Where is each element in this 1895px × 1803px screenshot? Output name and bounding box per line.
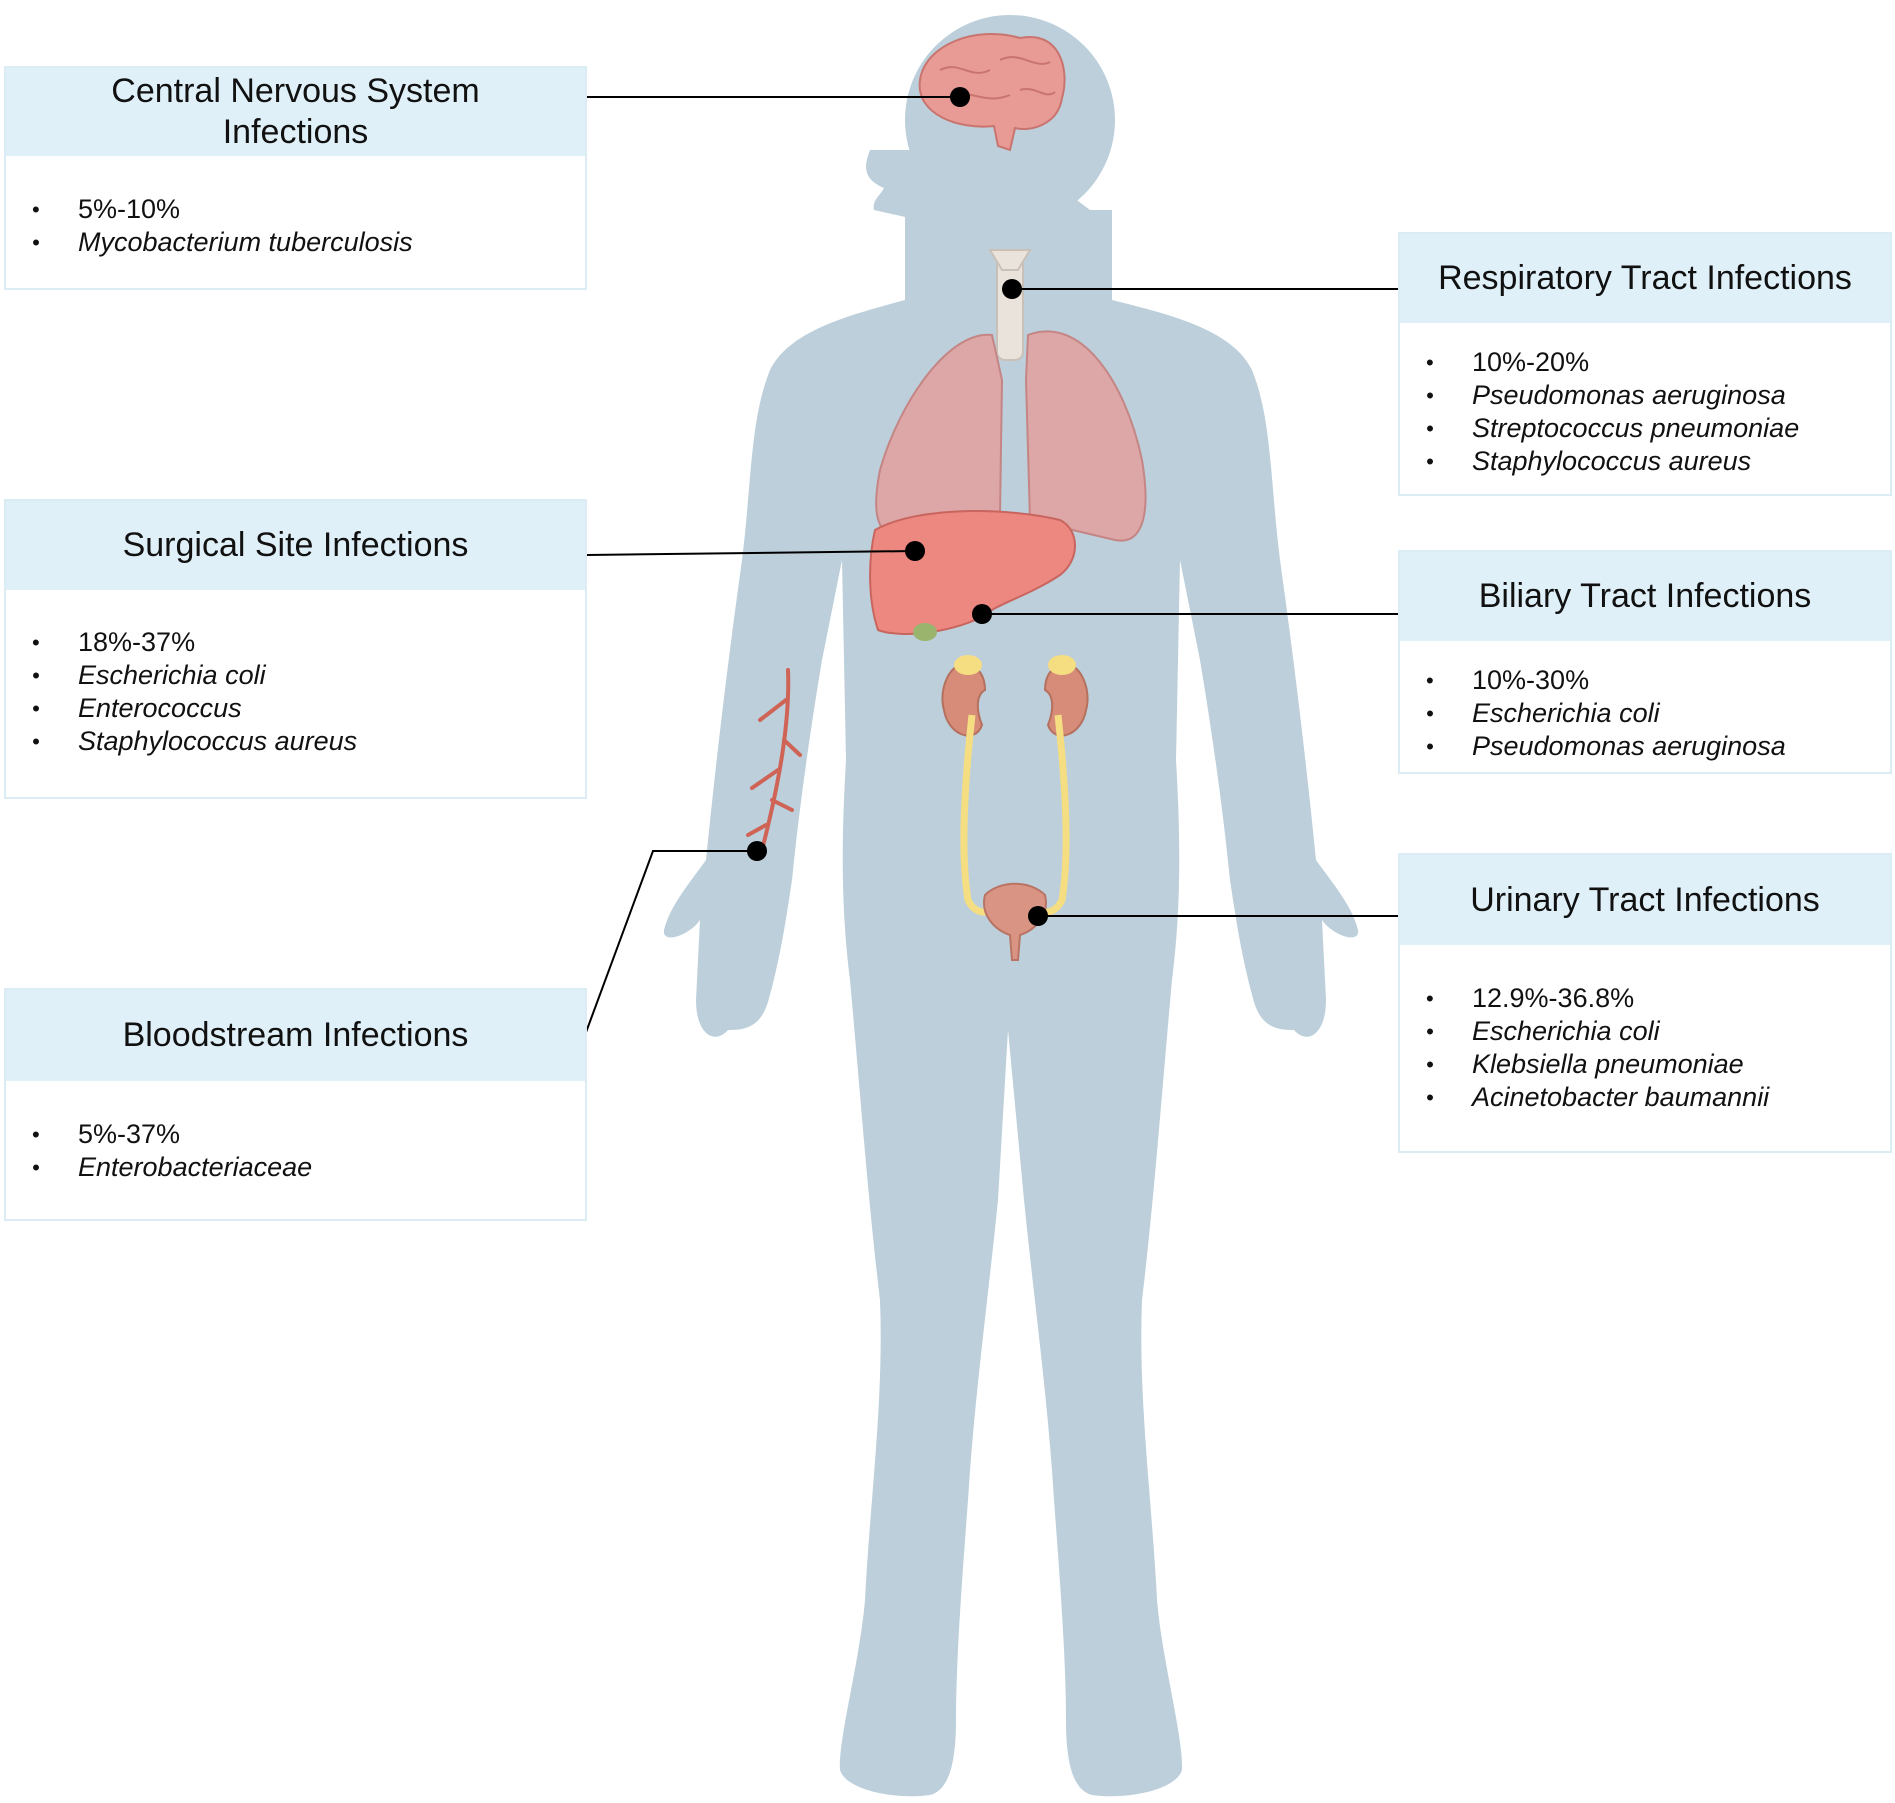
pathogen-item: Acinetobacter baumannii	[1426, 1081, 1890, 1114]
cns-infection-box: Central Nervous System Infections 5%-10%…	[4, 66, 587, 290]
urinary-infection-list: 12.9%-36.8% Escherichia coli Klebsiella …	[1400, 982, 1890, 1114]
title-line: Surgical Site Infections	[122, 526, 469, 564]
respiratory-infection-box: Respiratory Tract Infections 10%-20% Pse…	[1398, 232, 1892, 496]
title-line: Biliary Tract Infections	[1478, 577, 1812, 615]
prevalence-rate: 10%-30%	[1426, 664, 1890, 697]
pathogen-item: Pseudomonas aeruginosa	[1426, 379, 1890, 412]
prevalence-rate: 12.9%-36.8%	[1426, 982, 1890, 1015]
bloodstream-infection-title: Bloodstream Infections	[6, 990, 585, 1081]
respiratory-infection-list: 10%-20% Pseudomonas aeruginosa Streptoco…	[1400, 346, 1890, 478]
surgical-infection-list: 18%-37% Escherichia coli Enterococcus St…	[6, 626, 585, 758]
dot-respiratory	[1002, 279, 1022, 299]
cns-infection-list: 5%-10% Mycobacterium tuberculosis	[6, 193, 585, 259]
pathogen-item: Enterococcus	[32, 692, 585, 725]
brain-illustration	[918, 33, 1066, 152]
dot-urinary	[1028, 906, 1048, 926]
trachea-illustration	[988, 249, 1032, 361]
dot-surgical	[905, 541, 925, 561]
pathogen-item: Pseudomonas aeruginosa	[1426, 730, 1890, 763]
connector-surgical	[586, 550, 916, 556]
connector-bloodstream	[584, 850, 757, 1036]
prevalence-rate: 5%-10%	[32, 193, 585, 226]
pathogen-item: Escherichia coli	[1426, 1015, 1890, 1048]
prevalence-rate: 10%-20%	[1426, 346, 1890, 379]
urinary-infection-box: Urinary Tract Infections 12.9%-36.8% Esc…	[1398, 853, 1892, 1153]
title-line: Infections	[222, 113, 369, 151]
liver-illustration	[869, 510, 1076, 641]
pathogen-item: Klebsiella pneumoniae	[1426, 1048, 1890, 1081]
urinary-infection-title: Urinary Tract Infections	[1400, 855, 1890, 945]
dot-cns	[950, 87, 970, 107]
pathogen-item: Staphylococcus aureus	[1426, 445, 1890, 478]
title-line: Bloodstream Infections	[122, 1016, 469, 1054]
pathogen-item: Staphylococcus aureus	[32, 725, 585, 758]
cns-infection-title: Central Nervous System Infections	[6, 68, 585, 156]
surgical-infection-title: Surgical Site Infections	[6, 501, 585, 590]
biliary-infection-box: Biliary Tract Infections 10%-30% Escheri…	[1398, 550, 1892, 774]
title-line: Respiratory Tract Infections	[1438, 259, 1852, 297]
dot-bloodstream	[747, 841, 767, 861]
title-line: Central Nervous System	[111, 72, 480, 110]
pathogen-item: Enterobacteriaceae	[32, 1151, 585, 1184]
prevalence-rate: 18%-37%	[32, 626, 585, 659]
prevalence-rate: 5%-37%	[32, 1118, 585, 1151]
pathogen-item: Streptococcus pneumoniae	[1426, 412, 1890, 445]
bloodstream-infection-list: 5%-37% Enterobacteriaceae	[6, 1118, 585, 1184]
connector-lines	[584, 96, 1398, 1036]
vein-illustration	[746, 668, 802, 852]
pathogen-item: Escherichia coli	[1426, 697, 1890, 730]
connector-dots	[747, 87, 1048, 926]
surgical-infection-box: Surgical Site Infections 18%-37% Escheri…	[4, 499, 587, 799]
pathogen-item: Escherichia coli	[32, 659, 585, 692]
urinary-system-illustration	[941, 655, 1089, 961]
dot-biliary	[972, 604, 992, 624]
pathogen-item: Mycobacterium tuberculosis	[32, 226, 585, 259]
biliary-infection-list: 10%-30% Escherichia coli Pseudomonas aer…	[1400, 664, 1890, 763]
title-line: Urinary Tract Infections	[1470, 880, 1820, 919]
bloodstream-infection-box: Bloodstream Infections 5%-37% Enterobact…	[4, 988, 587, 1221]
biliary-infection-title: Biliary Tract Infections	[1400, 552, 1890, 641]
respiratory-infection-title: Respiratory Tract Infections	[1400, 234, 1890, 323]
lungs-illustration	[875, 330, 1147, 542]
